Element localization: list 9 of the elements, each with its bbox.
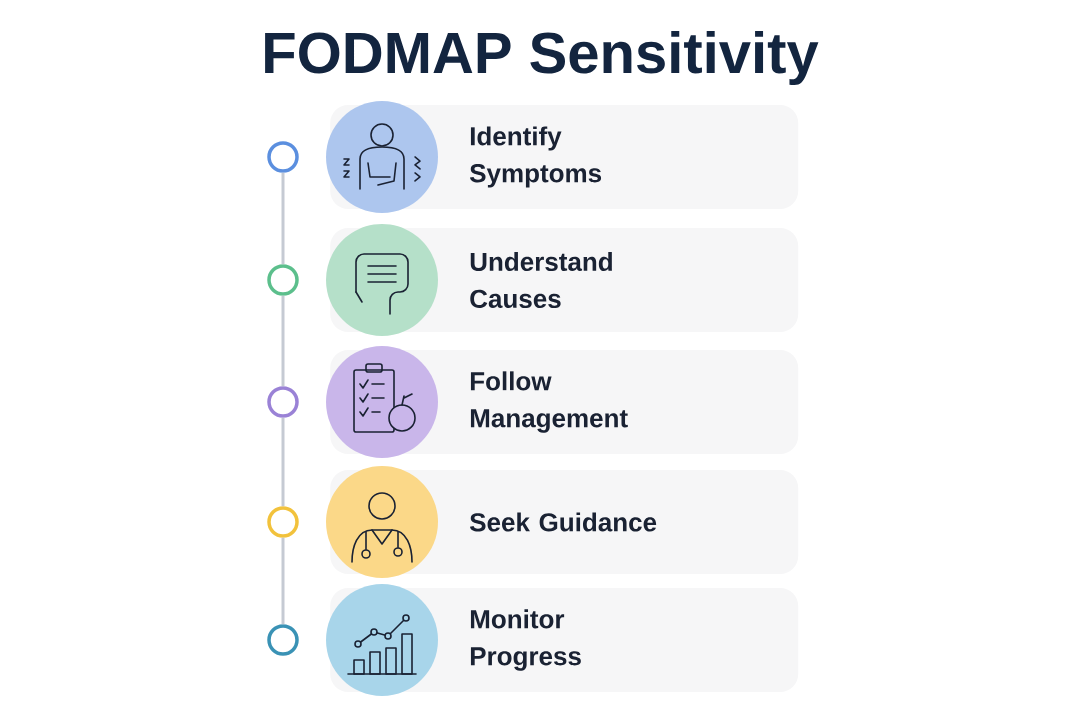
timeline-marker	[267, 386, 299, 418]
timeline-line	[281, 537, 285, 625]
timeline-marker	[267, 506, 299, 538]
timeline-marker	[267, 141, 299, 173]
timeline-line	[281, 172, 285, 265]
timeline-line	[281, 295, 285, 387]
timeline-marker	[267, 264, 299, 296]
title: FODMAP Sensitivity	[265, 30, 819, 85]
timeline-line	[281, 417, 285, 507]
